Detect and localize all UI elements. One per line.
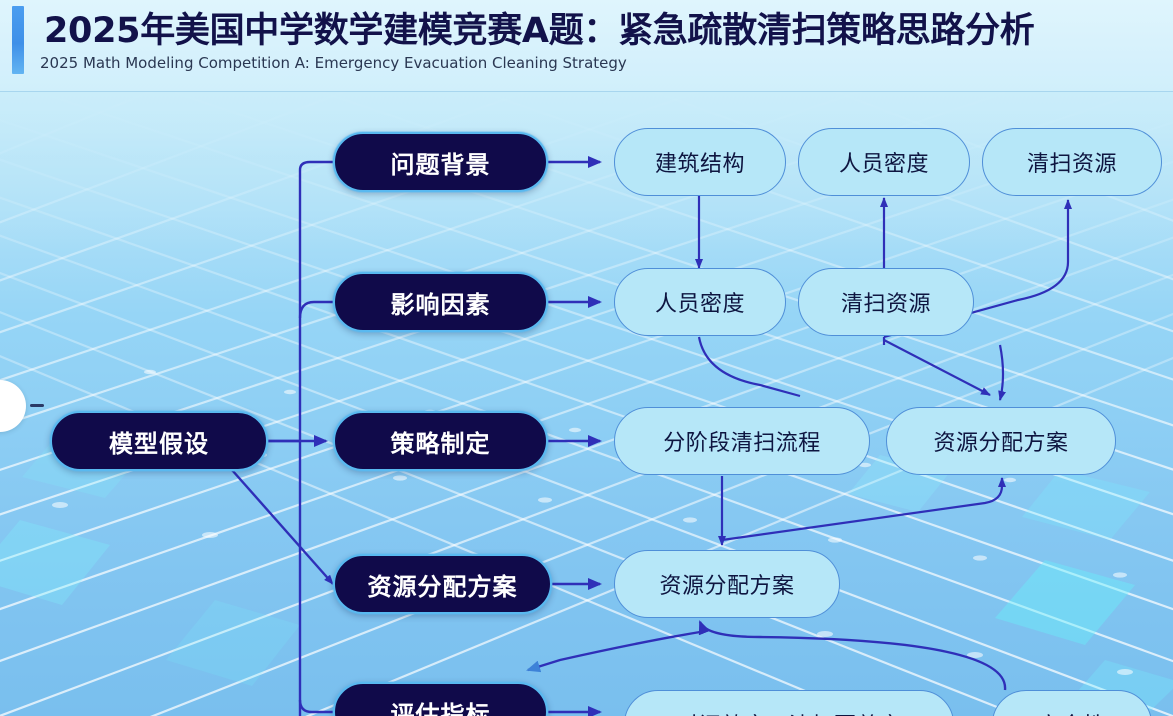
node-leaf-cleaning-resources-2[interactable]: 清扫资源 [798, 268, 974, 336]
node-label: 安全性 [1038, 708, 1106, 716]
node-leaf-building-structure[interactable]: 建筑结构 [614, 128, 786, 196]
node-leaf-phased-cleaning-process[interactable]: 分阶段清扫流程 [614, 407, 870, 475]
node-label: 清扫资源 [1026, 152, 1117, 177]
node-label: 资源分配方案 [659, 574, 795, 599]
node-leaf-crowd-density-1[interactable]: 人员密度 [798, 128, 970, 196]
node-branch-strategy-design[interactable]: 策略制定 [333, 411, 548, 471]
node-branch-evaluation-metrics[interactable]: 评估指标 [333, 682, 548, 716]
node-leaf-resource-allocation-plan-1[interactable]: 资源分配方案 [886, 407, 1116, 475]
node-leaf-resource-allocation-plan-2[interactable]: 资源分配方案 [614, 550, 840, 618]
node-label: 策略制定 [390, 429, 491, 458]
node-label: 资源分配方案 [367, 572, 518, 601]
node-label: 模型假设 [109, 429, 209, 458]
node-label: 问题背景 [390, 150, 491, 179]
header-divider [0, 91, 1173, 92]
header-accent-bar [12, 6, 24, 74]
node-label: 影响因素 [390, 290, 491, 319]
slide-header: 2025年美国中学数学建模竞赛A题：紧急疏散清扫策略思路分析 2025 Math… [0, 0, 1173, 92]
node-label: 资源分配方案 [933, 431, 1069, 456]
node-label: 时间效率、清扫覆盖率 [676, 708, 901, 716]
node-label: 评估指标 [390, 700, 491, 716]
node-root[interactable]: 模型假设 [50, 411, 268, 471]
node-label: 人员密度 [838, 152, 929, 177]
node-label: 人员密度 [654, 292, 745, 317]
node-branch-resource-allocation[interactable]: 资源分配方案 [333, 554, 552, 614]
minus-icon[interactable] [30, 404, 44, 407]
node-leaf-cleaning-resources-1[interactable]: 清扫资源 [982, 128, 1162, 196]
node-leaf-safety[interactable]: 安全性 [992, 690, 1152, 716]
page-subtitle: 2025 Math Modeling Competition A: Emerge… [40, 54, 627, 72]
node-leaf-efficiency-coverage[interactable]: 时间效率、清扫覆盖率 [624, 690, 954, 716]
node-leaf-crowd-density-2[interactable]: 人员密度 [614, 268, 786, 336]
page-title: 2025年美国中学数学建模竞赛A题：紧急疏散清扫策略思路分析 [44, 11, 1035, 51]
node-label: 分阶段清扫流程 [663, 431, 821, 456]
node-branch-problem-background[interactable]: 问题背景 [333, 132, 548, 192]
node-label: 建筑结构 [654, 152, 745, 177]
node-label: 清扫资源 [840, 292, 931, 317]
node-branch-influence-factors[interactable]: 影响因素 [333, 272, 548, 332]
